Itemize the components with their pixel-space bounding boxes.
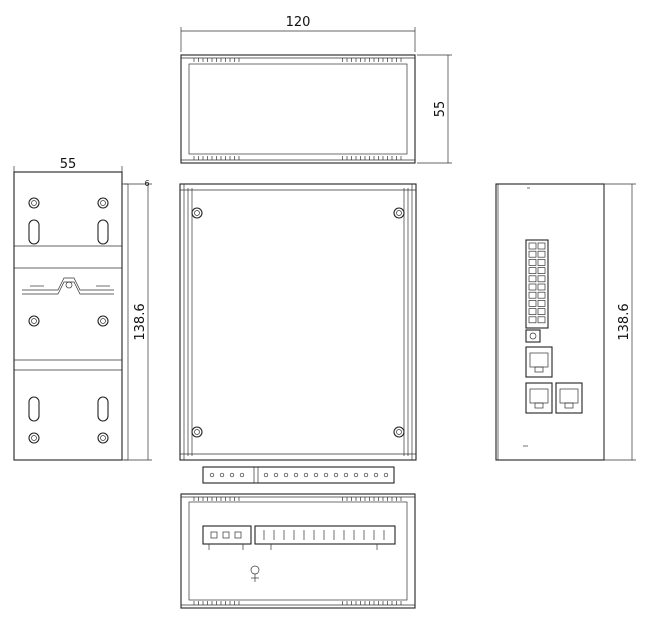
screw-icon: [97, 197, 109, 209]
dimension-label-138-6-right: 138.6: [617, 303, 632, 340]
rj45-tab: [534, 402, 544, 409]
pin: [273, 472, 279, 478]
rj45-port: [525, 382, 553, 414]
terminal-cell: [528, 267, 537, 274]
screw-center: [31, 318, 37, 324]
screw-icon: [393, 207, 405, 219]
rj45-port: [555, 382, 583, 414]
screw-icon: [97, 432, 109, 444]
pin: [219, 472, 225, 478]
pin: [373, 472, 379, 478]
bottom-fins: [193, 156, 402, 160]
pin: [229, 472, 235, 478]
side-screws: [28, 197, 109, 444]
screw-center: [396, 210, 402, 216]
screw-center: [31, 200, 37, 206]
screw-icon: [97, 315, 109, 327]
bottom-view: [180, 493, 416, 609]
terminal-cell: [537, 275, 546, 283]
screw-center: [100, 435, 106, 441]
pin: [239, 472, 245, 478]
screw-icon: [191, 426, 203, 438]
rj45-tab: [534, 366, 544, 373]
pin: [353, 472, 359, 478]
pin: [303, 472, 309, 478]
pin: [222, 531, 230, 539]
dimension-label-6: 6: [144, 179, 149, 188]
pin: [323, 472, 329, 478]
terminal-cell: [528, 300, 537, 307]
left-side-view: 55 6 138.6: [13, 157, 152, 461]
front-screws: [191, 207, 405, 438]
screw-center: [194, 429, 200, 435]
dimension-height-side: 138.6: [124, 183, 152, 461]
terminal-cell: [537, 242, 546, 250]
terminal-cell: [528, 259, 537, 266]
pin: [209, 472, 215, 478]
terminal-cell: [528, 242, 537, 250]
screw-center: [31, 435, 37, 441]
power-jack: [525, 329, 541, 343]
pin: [333, 472, 339, 478]
pin: [263, 472, 269, 478]
terminal-cell: [537, 267, 546, 274]
screw-center: [100, 200, 106, 206]
bottom-view-top-fins: [193, 497, 402, 501]
pin: [383, 472, 389, 478]
bottom-connector-pins: [210, 530, 385, 540]
pin: [313, 472, 319, 478]
terminal-cell: [537, 300, 546, 307]
bottom-view-bottom-fins: [193, 601, 402, 605]
strip-pins: [209, 472, 389, 478]
terminal-cell: [537, 283, 546, 291]
rj45-port: [525, 346, 553, 378]
dimension-height-top: 55: [417, 54, 452, 164]
screw-icon: [28, 315, 40, 327]
terminal-cell: [528, 291, 537, 299]
terminal-cell: [528, 308, 537, 315]
dimension-label-120: 120: [286, 15, 311, 30]
dimension-width-top: 120: [180, 15, 416, 52]
terminal-cell: [528, 283, 537, 291]
rj45-tab: [564, 402, 574, 409]
terminal-block: [525, 239, 549, 329]
ground-icon: [250, 565, 260, 575]
terminal-cell: [537, 308, 546, 315]
pin: [234, 531, 242, 539]
screw-center: [100, 318, 106, 324]
screw-icon: [28, 197, 40, 209]
pin: [343, 472, 349, 478]
right-side-view: 138.6: [495, 183, 636, 461]
dimension-width-side: 55: [13, 157, 123, 178]
terminal-cell: [537, 250, 546, 258]
rj45-socket: [559, 388, 579, 404]
terminal-cell: [528, 275, 537, 283]
pin: [283, 472, 289, 478]
terminal-cell: [537, 316, 546, 324]
rj45-socket: [529, 388, 549, 404]
screw-icon: [191, 207, 203, 219]
dimension-label-55-top: 55: [433, 101, 448, 118]
terminal-cell: [537, 259, 546, 266]
pin: [363, 472, 369, 478]
pin: [210, 531, 218, 539]
screw-center: [194, 210, 200, 216]
top-fins: [193, 58, 402, 62]
rj45-socket: [529, 352, 549, 368]
front-view: [179, 183, 417, 461]
pin: [293, 472, 299, 478]
terminal-cell: [528, 316, 537, 324]
screw-center: [396, 429, 402, 435]
dimension-label-55-side: 55: [60, 157, 77, 172]
ethernet-ports: [525, 346, 583, 414]
top-view: 120 55: [180, 15, 452, 164]
screw-icon: [393, 426, 405, 438]
dimension-label-138-6-side: 138.6: [133, 303, 148, 340]
terminal-cell: [528, 250, 537, 258]
terminal-cell: [537, 291, 546, 299]
screw-icon: [28, 432, 40, 444]
connector-strip: [202, 466, 395, 484]
